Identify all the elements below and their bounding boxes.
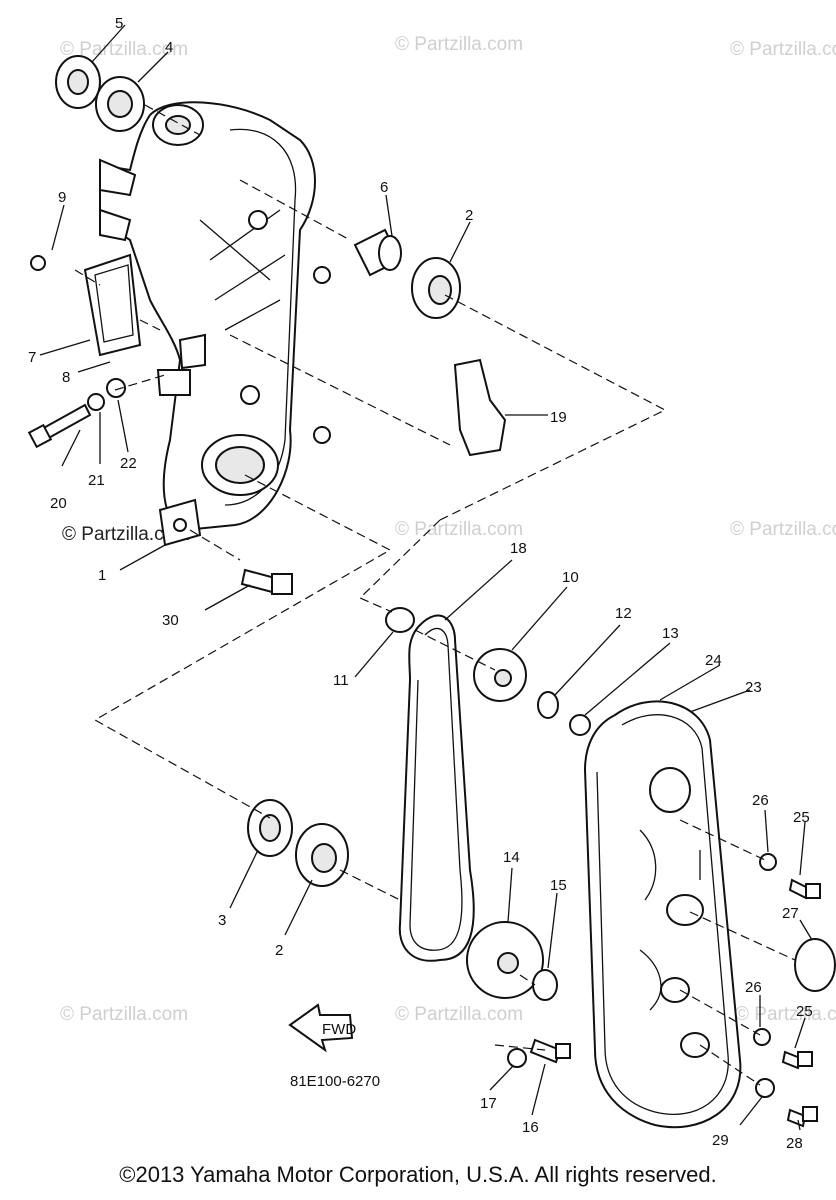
watermark: © Partzilla.com bbox=[60, 1004, 188, 1025]
washer-12 bbox=[537, 691, 559, 719]
callout-19: 19 bbox=[550, 409, 567, 426]
bearing-2-upper bbox=[411, 257, 461, 319]
callout-25-upper: 25 bbox=[793, 809, 810, 826]
bearing-4 bbox=[95, 76, 145, 132]
assembly-lines bbox=[74, 104, 796, 1086]
leader-lines bbox=[39, 24, 813, 1131]
chaincase-housing bbox=[99, 101, 331, 547]
bolt-28 bbox=[786, 1106, 818, 1128]
bearing-3 bbox=[247, 799, 293, 857]
callout-6: 6 bbox=[380, 179, 388, 196]
washer-26-lower bbox=[753, 1028, 771, 1046]
bearing-5 bbox=[55, 55, 101, 109]
washer-21 bbox=[87, 393, 105, 411]
callout-8: 8 bbox=[62, 369, 70, 386]
callout-2-lower: 2 bbox=[275, 942, 283, 959]
callout-23: 23 bbox=[745, 679, 762, 696]
callout-17: 17 bbox=[480, 1095, 497, 1112]
watermark: © Partzilla.com bbox=[395, 519, 523, 540]
callout-30: 30 bbox=[162, 612, 179, 629]
bolt-25-upper bbox=[788, 878, 821, 900]
callout-22: 22 bbox=[120, 455, 137, 472]
sprocket-14 bbox=[466, 921, 544, 999]
bolt-20 bbox=[27, 403, 92, 449]
callout-labels: 5 4 6 2 9 7 8 19 20 21 22 1 30 18 10 12 … bbox=[28, 15, 813, 1152]
watermark: © Partzilla.com bbox=[60, 39, 188, 60]
copyright-notice: ©2013 Yamaha Motor Corporation, U.S.A. A… bbox=[119, 1162, 717, 1187]
callout-1: 1 bbox=[98, 567, 106, 584]
callout-29: 29 bbox=[712, 1132, 729, 1149]
washer-26-upper bbox=[759, 853, 777, 871]
callout-4: 4 bbox=[165, 39, 173, 56]
callout-9: 9 bbox=[58, 189, 66, 206]
fwd-label: FWD bbox=[322, 1021, 356, 1038]
callout-3: 3 bbox=[218, 912, 226, 929]
bolt-16 bbox=[529, 1038, 571, 1064]
callout-13: 13 bbox=[662, 625, 679, 642]
callout-7: 7 bbox=[28, 349, 36, 366]
callout-14: 14 bbox=[503, 849, 520, 866]
chaincase-cover-23 bbox=[583, 700, 742, 1129]
watermark: © Partzilla.com bbox=[395, 34, 523, 55]
drawing-code: 81E100-6270 bbox=[290, 1073, 380, 1090]
callout-5: 5 bbox=[115, 15, 123, 32]
callout-10: 10 bbox=[562, 569, 579, 586]
watermark: © Partzilla.com bbox=[730, 519, 836, 540]
watermark-dark: © Partzilla.com bbox=[62, 524, 190, 545]
callout-21: 21 bbox=[88, 472, 105, 489]
nut-13 bbox=[569, 714, 591, 736]
nut-17 bbox=[507, 1048, 527, 1068]
tensioner-19 bbox=[453, 358, 507, 457]
callout-25-lower: 25 bbox=[796, 1003, 813, 1020]
washer-29 bbox=[755, 1078, 775, 1098]
watermark: © Partzilla.com bbox=[395, 1004, 523, 1025]
collar-6 bbox=[353, 228, 402, 277]
sprocket-10 bbox=[473, 648, 527, 702]
callout-26-lower: 26 bbox=[745, 979, 762, 996]
bolt-30 bbox=[240, 568, 293, 595]
callout-2: 2 bbox=[465, 207, 473, 224]
bearing-2-lower bbox=[295, 823, 349, 887]
callout-27: 27 bbox=[782, 905, 799, 922]
callout-28: 28 bbox=[786, 1135, 803, 1152]
watermark: © Partzilla.com bbox=[730, 39, 836, 60]
callout-24: 24 bbox=[705, 652, 722, 669]
callout-18: 18 bbox=[510, 540, 527, 557]
forward-arrow-icon: FWD bbox=[288, 1003, 356, 1053]
washer-15 bbox=[532, 969, 558, 1001]
watermark: © Partzilla.com bbox=[735, 1004, 836, 1025]
callout-15: 15 bbox=[550, 877, 567, 894]
callout-12: 12 bbox=[615, 605, 632, 622]
callout-26-upper: 26 bbox=[752, 792, 769, 809]
plate-7 bbox=[83, 253, 142, 357]
washer-22 bbox=[106, 378, 126, 398]
bolt-9 bbox=[30, 255, 46, 271]
cap-27 bbox=[794, 938, 836, 992]
drive-chain-18 bbox=[398, 614, 475, 962]
spacer-11 bbox=[385, 607, 415, 633]
callout-11: 11 bbox=[333, 672, 349, 689]
callout-16: 16 bbox=[522, 1119, 539, 1136]
callout-20: 20 bbox=[50, 495, 67, 512]
bolt-25-lower bbox=[781, 1050, 813, 1070]
